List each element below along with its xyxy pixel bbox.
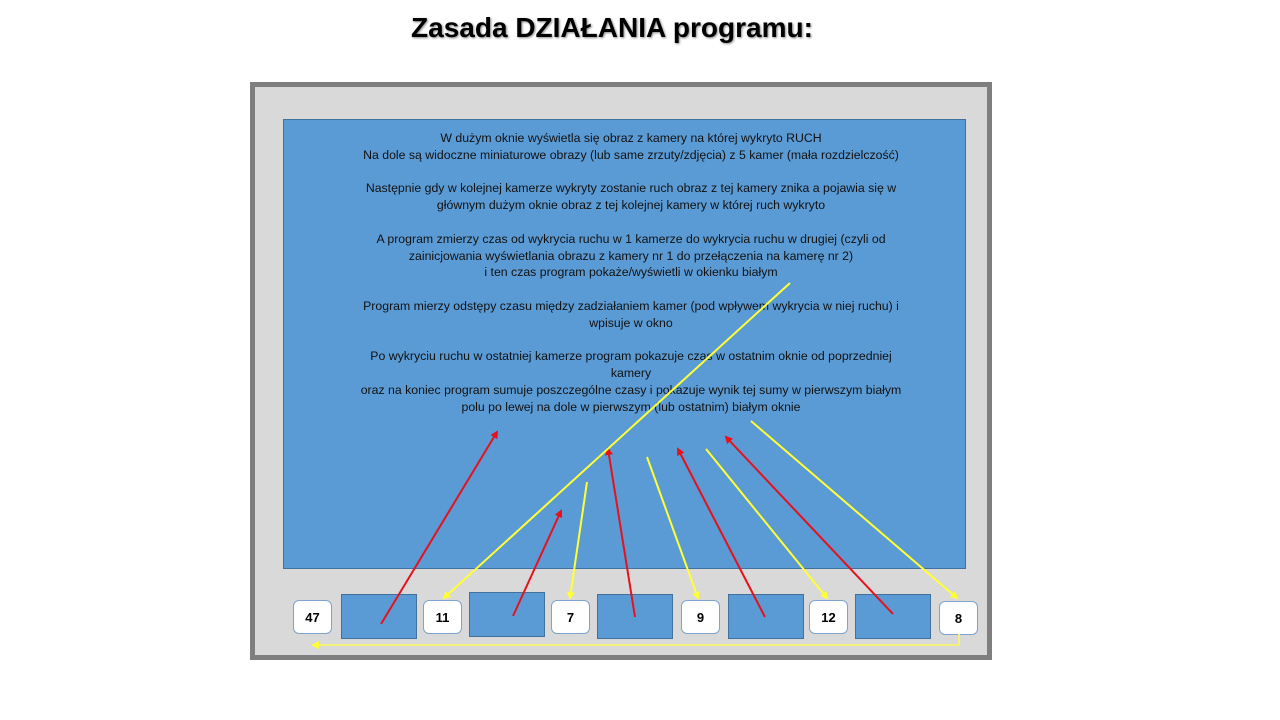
line: głównym dużym oknie obraz z tej kolejnej… [436, 198, 826, 213]
time-box-4: 12 [809, 600, 848, 634]
time-box-total: 47 [293, 600, 332, 634]
time-box-1: 11 [423, 600, 462, 634]
line: i ten czas program pokaże/wyświetli w ok… [484, 265, 778, 280]
time-box-5: 8 [939, 601, 978, 635]
paragraph-2: Następnie gdy w kolejnej kamerze wykryty… [283, 180, 979, 214]
line: kamery [610, 366, 652, 381]
description-text: W dużym oknie wyświetla się obraz z kame… [283, 130, 979, 432]
line: wpisuje w okno [589, 315, 673, 330]
line: polu po lewej na dole w pierwszym (lub o… [461, 399, 801, 414]
red-arrow-5 [724, 435, 894, 615]
yellow-arrow-1 [442, 282, 791, 600]
yellow-arrow-5 [750, 420, 959, 600]
camera-thumbnail-2[interactable] [469, 592, 545, 637]
line: Po wykryciu ruchu w ostatniej kamerze pr… [370, 349, 892, 364]
camera-thumbnail-1[interactable] [341, 594, 417, 639]
page-title: Zasada DZIAŁANIA programu: [411, 12, 813, 43]
line: W dużym oknie wyświetla się obraz z kame… [440, 131, 822, 145]
paragraph-5: Po wykryciu ruchu w ostatniej kamerze pr… [283, 348, 979, 415]
time-box-2: 7 [551, 600, 590, 634]
line: Następnie gdy w kolejnej kamerze wykryty… [365, 181, 897, 196]
yellow-arrow-2 [566, 481, 588, 600]
yellow-sum-arrow [311, 634, 960, 649]
paragraph-4: Program mierzy odstępy czasu między zadz… [283, 298, 979, 332]
red-arrow-3 [605, 447, 636, 618]
yellow-arrow-3 [646, 456, 700, 600]
time-box-3: 9 [681, 600, 720, 634]
red-arrow-2 [512, 509, 563, 617]
line: zainicjowania wyświetlania obrazu z kame… [408, 248, 854, 263]
red-arrow-4 [677, 447, 766, 618]
paragraph-1: W dużym oknie wyświetla się obraz z kame… [283, 130, 979, 164]
red-arrow-1 [380, 430, 499, 625]
line: Program mierzy odstępy czasu między zadz… [363, 298, 899, 313]
camera-thumbnail-5[interactable] [855, 594, 931, 639]
line: Na dole są widoczne miniaturowe obrazy (… [363, 147, 899, 162]
main-camera-view [283, 119, 966, 569]
paragraph-3: A program zmierzy czas od wykrycia ruchu… [283, 231, 979, 281]
yellow-arrow-4 [705, 448, 829, 600]
line: oraz na koniec program sumuje poszczegól… [360, 382, 902, 397]
line: A program zmierzy czas od wykrycia ruchu… [376, 231, 886, 246]
camera-thumbnail-4[interactable] [728, 594, 804, 639]
